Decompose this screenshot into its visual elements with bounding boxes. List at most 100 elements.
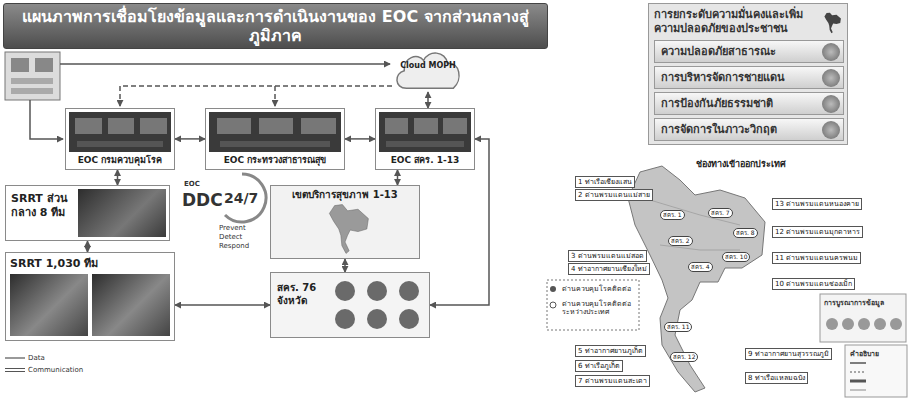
logo-text: DDC [182, 192, 223, 209]
data-connector [87, 241, 89, 252]
eoc-box: EOC สคร. 1-13 [375, 108, 475, 170]
legend-line-sample [5, 357, 25, 358]
office-circle [367, 309, 387, 329]
data-connector [344, 259, 346, 272]
drawing-part [845, 345, 907, 397]
region-map-shape [329, 205, 368, 254]
item-icon [822, 69, 840, 87]
drawing-part [120, 86, 392, 106]
node-text: 13 ด่านพรมแดนหนองคาย [775, 200, 859, 208]
node-text: 4 ท่าอากาศยานเชียงใหม่ [571, 265, 647, 273]
checkpoint-box: 6 ท่าเรือภูเก็ต [575, 360, 623, 372]
item-icon [822, 43, 840, 61]
legend: DataCommunication [5, 352, 83, 376]
data-connector [175, 138, 205, 140]
office-badge: สคร. 7 [708, 208, 733, 218]
node-text: 6 ท่าเรือภูเก็ต [578, 362, 620, 370]
drawing-part [11, 58, 29, 72]
drawing-part [858, 318, 870, 330]
drawing-part [5, 52, 60, 100]
office-badge: สคร. 2 [668, 236, 693, 246]
thailand-icon-shape [824, 13, 841, 34]
title-banner: แผนภาพการเชื่อมโยงข้อมูลและการดำเนินงานข… [3, 3, 548, 49]
drawing-part [274, 86, 276, 106]
goal-item: การป้องกันภัยธรรมชาติ [654, 92, 844, 115]
ddc-swoosh [225, 174, 266, 222]
screen-panel [108, 118, 135, 134]
drawing-part [874, 318, 886, 330]
checkpoint-box: 7 ด่านพรมแดนสะเดา [575, 375, 650, 387]
node-text: 11 ด่านพรมแดนนครพนม [775, 254, 858, 262]
partner-logo-box [820, 294, 906, 342]
goal-item: ความปลอดภัยสาธารณะ [654, 40, 844, 63]
office-circle [399, 309, 419, 329]
team-photo [10, 274, 88, 336]
team-box: SRRT ส่วนกลาง 8 ทีม [5, 185, 170, 241]
box-heading: การบูรณาการข้อมูล [824, 297, 884, 308]
node-text: 1 ท่าเรือเชียงแสน [578, 178, 632, 186]
node-text: EOC สคร. 1-13 [379, 155, 471, 166]
checkpoint-box: 3 ด่านพรมแดนแม่สอด [568, 250, 647, 262]
cloud-outline [397, 53, 459, 88]
node-text: การป้องกันภัยธรรมชาติ [661, 97, 817, 111]
control-room-photo [69, 112, 171, 152]
item-icon [822, 95, 840, 113]
drawing-part [890, 318, 902, 330]
drawing-part [850, 380, 866, 383]
node-text: การบริหารจัดการชายแดน [661, 71, 817, 85]
checkpoint-box: 11 ด่านพรมแดนนครพนม [772, 252, 861, 264]
checkpoint-box: 2 ด่านพรมแดนแม่สาย [575, 189, 653, 201]
screen-panel [75, 118, 102, 134]
thailand-icon [820, 8, 842, 38]
box-heading: คำอธิบาย [850, 348, 879, 359]
goal-panel: การยกระดับความมั่นคงและเพิ่มความปลอดภัยข… [648, 3, 848, 145]
screen-panel [301, 118, 335, 134]
node-text: การยกระดับความมั่นคงและเพิ่มความปลอดภัยข… [654, 8, 814, 36]
legend-text: Data [28, 354, 45, 362]
office-badge: สคร. 11 [664, 322, 692, 332]
legend-line [5, 354, 25, 362]
team-photo [92, 274, 170, 336]
node-text: EOC กระทรวงสาธารณสุข [209, 155, 341, 166]
legend-line-sample [5, 368, 25, 369]
node-text: 3 ด่านพรมแดนแม่สอด [571, 252, 644, 260]
eoc-box: EOC กรมควบคุมโรค [65, 108, 175, 170]
legend-line [5, 366, 25, 374]
logo-text: Respond [219, 243, 249, 250]
drawing-part [842, 318, 854, 330]
region-map [274, 203, 416, 255]
team-photos [10, 274, 170, 336]
goal-item: การจัดการในภาวะวิกฤต [654, 118, 844, 141]
drawing-part [826, 318, 838, 330]
region-panel: เขตบริการสุขภาพ 1-13 [270, 185, 420, 259]
data-connector [175, 304, 270, 306]
cloud-node: Cloud MOPH [392, 48, 464, 92]
screen-panel [140, 118, 167, 134]
screen-panel [259, 118, 293, 134]
office-circle [367, 281, 387, 301]
node-text: 5 ท่าอากาศยานภูเก็ต [578, 347, 643, 355]
node-text: SRRT ส่วนกลาง 8 ทีม [11, 192, 73, 221]
drawing-part [11, 78, 53, 84]
checkpoint-box: 4 ท่าอากาศยานเชียงใหม่ [568, 263, 650, 275]
eoc-box: EOC กระทรวงสาธารณสุข [205, 108, 345, 170]
screen-panel [217, 118, 251, 134]
office-badge: สคร. 8 [733, 228, 758, 238]
legend-item: Data [5, 352, 83, 364]
team-box: SRRT 1,030 ทีม [5, 252, 175, 341]
item-icon [822, 121, 840, 139]
checkpoint-box: 1 ท่าเรือเชียงแสน [575, 176, 635, 188]
node-text: สคร. 76 จังหวัด [277, 281, 329, 307]
drawing-part [11, 88, 53, 94]
data-server-icon [5, 52, 60, 100]
logo-text: Prevent [219, 225, 246, 232]
node-text: เขตบริการสุขภาพ 1-13 [274, 189, 416, 201]
node-text: EOC กรมควบคุมโรค [69, 155, 171, 166]
legend-item: Communication [5, 364, 83, 376]
drawing-part [35, 58, 53, 72]
control-room-photo [209, 112, 341, 152]
node-text: 2 ด่านพรมแดนแม่สาย [578, 191, 650, 199]
legend-text: Communication [28, 366, 83, 374]
team-photo [78, 189, 166, 237]
